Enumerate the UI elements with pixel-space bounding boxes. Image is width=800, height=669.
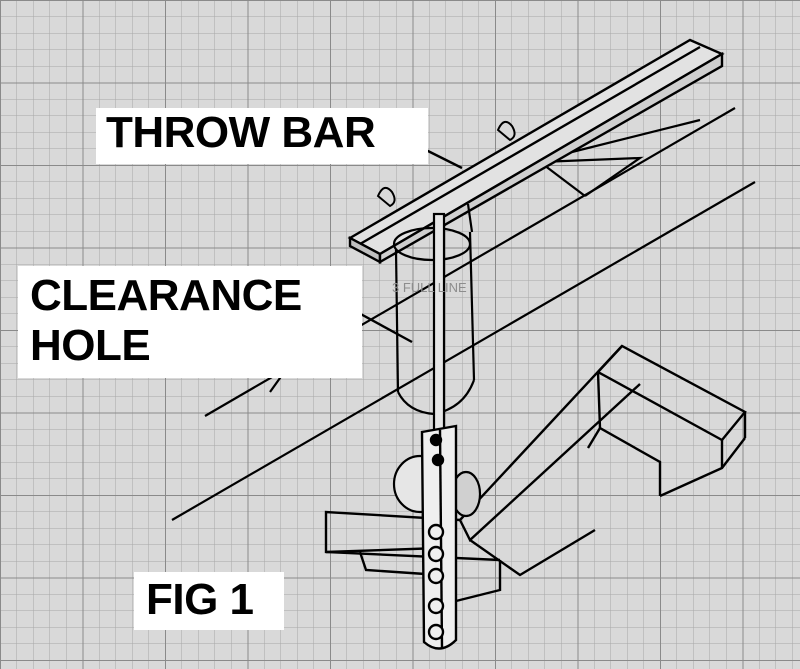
rail-clips — [376, 120, 516, 208]
clearance-cylinder — [392, 203, 476, 416]
upper-wedge — [539, 118, 701, 197]
operating-rod — [432, 212, 446, 434]
throw-bar-text: THROW BAR — [106, 108, 376, 157]
lower-bracket — [324, 344, 747, 607]
figure-label: FIG 1 — [134, 572, 284, 630]
faint-note: 3 FULL LINE — [392, 280, 467, 295]
clearance-hole-label: CLEARANCE HOLE — [18, 266, 362, 378]
perforated-arm — [420, 424, 458, 650]
figure-text: FIG 1 — [146, 575, 254, 624]
throw-bar-label: THROW BAR — [96, 108, 428, 164]
clearance-line-2: HOLE — [30, 321, 151, 370]
throw-bar — [347, 38, 725, 265]
clearance-line-1: CLEARANCE — [30, 271, 302, 320]
